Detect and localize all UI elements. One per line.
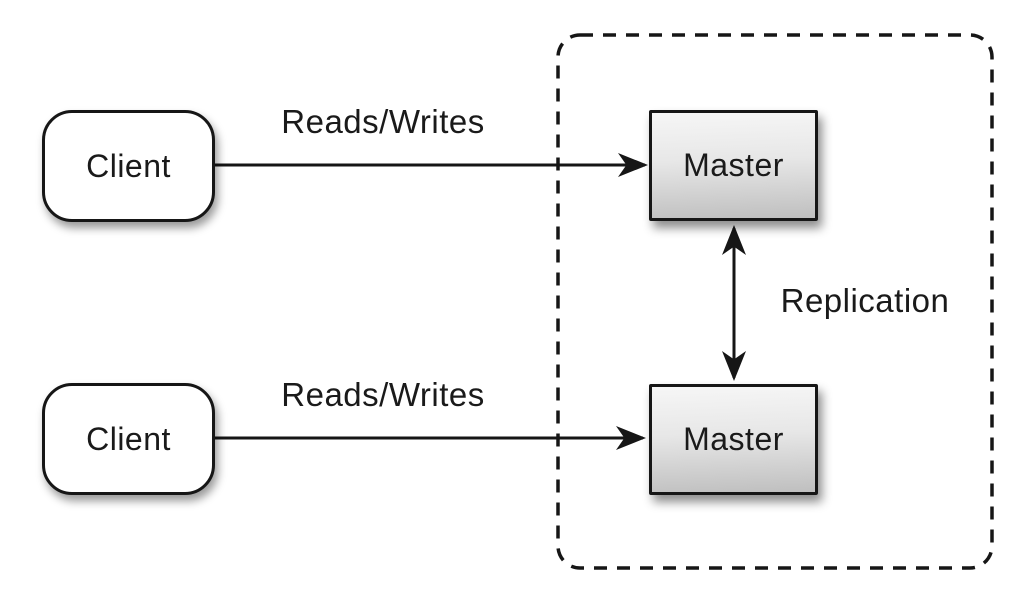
client-node-top: Client	[42, 110, 215, 222]
client-node-bottom: Client	[42, 383, 215, 495]
master-node-bottom-label: Master	[683, 421, 784, 457]
master-node-bottom: Master	[649, 384, 818, 495]
master-node-top: Master	[649, 110, 818, 221]
replication-group-dashed-border	[556, 33, 994, 570]
reads-writes-label-top: Reads/Writes	[281, 103, 485, 140]
master-node-top-label: Master	[683, 147, 784, 183]
client-node-bottom-label: Client	[86, 420, 171, 457]
replication-label: Replication	[780, 282, 950, 319]
client-node-top-label: Client	[86, 147, 171, 184]
reads-writes-label-bottom: Reads/Writes	[281, 376, 485, 413]
